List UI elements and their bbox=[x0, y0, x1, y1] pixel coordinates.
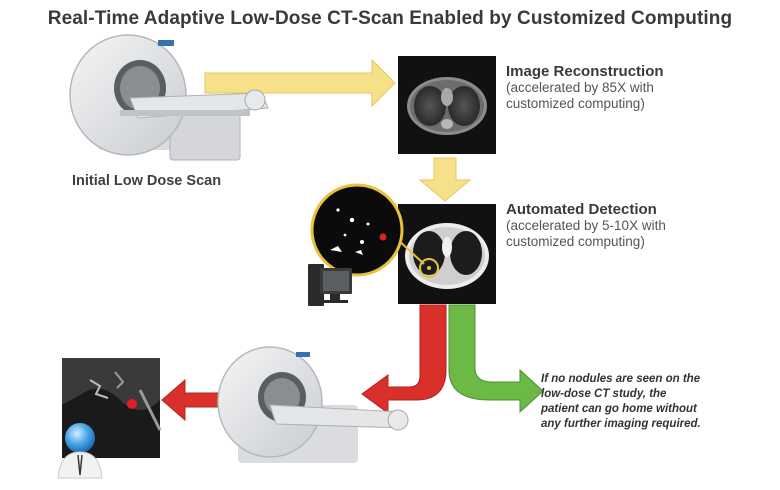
detection-detail-line1: (accelerated by 5-10X with bbox=[506, 218, 666, 233]
no-nodules-line2: low-dose CT study, the bbox=[541, 388, 667, 400]
no-nodules-line4: any further imaging required. bbox=[541, 418, 701, 430]
yellow-arrow-horizontal bbox=[204, 58, 396, 108]
detection-ct-image bbox=[398, 204, 496, 304]
doctor-icon bbox=[57, 358, 162, 479]
green-arrow bbox=[448, 304, 544, 414]
ct-scanner-icon-2 bbox=[217, 346, 409, 463]
reconstruction-label-block: Image Reconstruction (accelerated by 85X… bbox=[506, 63, 664, 112]
reconstruction-ct-image bbox=[398, 56, 496, 154]
reconstruction-detail-line1: (accelerated by 85X with bbox=[506, 80, 654, 95]
computer-icon bbox=[308, 264, 352, 306]
no-nodules-line1: If no nodules are seen on the bbox=[541, 373, 701, 385]
ct-scanner-icon bbox=[69, 34, 269, 161]
detection-detail-line2: customized computing) bbox=[506, 234, 645, 249]
initial-scan-label: Initial Low Dose Scan bbox=[72, 173, 222, 189]
magnifier-icon bbox=[310, 183, 425, 277]
red-arrow-left bbox=[161, 378, 227, 422]
detection-title: Automated Detection bbox=[506, 201, 657, 218]
yellow-arrow-vertical bbox=[418, 157, 472, 202]
red-arrow bbox=[361, 304, 447, 414]
no-nodules-note: If no nodules are seen on the low-dose C… bbox=[541, 372, 736, 432]
no-nodules-line3: patient can go home without bbox=[541, 403, 697, 415]
diagram-title: Real-Time Adaptive Low-Dose CT-Scan Enab… bbox=[47, 8, 733, 29]
reconstruction-title: Image Reconstruction bbox=[506, 63, 664, 80]
detection-label-block: Automated Detection (accelerated by 5-10… bbox=[506, 201, 666, 250]
reconstruction-detail-line2: customized computing) bbox=[506, 96, 645, 111]
